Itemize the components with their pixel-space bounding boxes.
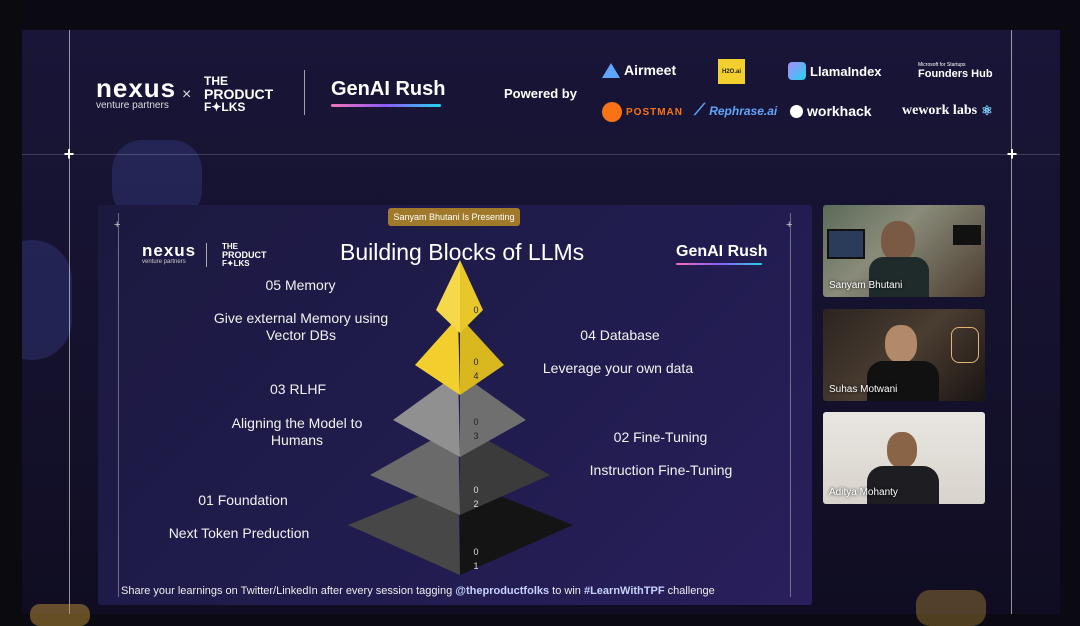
- postman-icon: [602, 102, 622, 122]
- tpf-line-2: PRODUCT: [204, 86, 274, 102]
- sponsor-llamaindex: LlamaIndex: [788, 62, 882, 80]
- llama-icon: [788, 62, 806, 80]
- genai-rush-logo: GenAI Rush: [331, 78, 445, 107]
- pyramid-number: 0: [473, 357, 479, 367]
- block-03-title: 03 RLHF: [269, 381, 327, 397]
- header-divider: [304, 70, 305, 115]
- pyramid-number: 4: [473, 371, 479, 381]
- bottom-glow: [916, 590, 986, 626]
- genai-underline: [331, 104, 441, 107]
- slide-corner-line: [118, 213, 119, 597]
- pyramid-layer-1-left: [348, 480, 460, 575]
- participant-body: [869, 257, 929, 297]
- pyramid-number: 1: [473, 561, 479, 571]
- pyramid-layer-2-left: [370, 425, 460, 515]
- slide-plus: +: [786, 219, 793, 231]
- block-02-desc: Instruction Fine-Tuning: [589, 462, 733, 478]
- slide-corner-line: [790, 213, 791, 597]
- participant-tile[interactable]: Sanyam Bhutani: [823, 205, 985, 297]
- block-04-title: 04 Database: [580, 327, 660, 343]
- pyramid-layer-3-right: [460, 373, 526, 457]
- plus-icon: +: [1006, 144, 1018, 164]
- atom-icon: ⚛: [981, 103, 993, 118]
- pyramid-diagram: [348, 260, 573, 575]
- sponsor-rephrase: ⟋ Rephrase.ai: [694, 102, 778, 119]
- nexus-subtitle: venture partners: [96, 100, 169, 111]
- sponsor-h2o: H2O.ai: [718, 59, 745, 84]
- times-sign: ×: [182, 86, 192, 103]
- workhack-icon: [790, 104, 803, 118]
- footer-hashtag[interactable]: #LearnWithTPF: [583, 585, 665, 597]
- participant-avatar: [881, 221, 915, 261]
- pyramid-number: 3: [473, 431, 479, 441]
- rephrase-icon: ⟋: [694, 102, 706, 119]
- participant-avatar: [887, 432, 917, 468]
- participant-name: Sanyam Bhutani: [829, 280, 903, 291]
- pyramid-layer-5-left: [436, 260, 460, 333]
- pyramid-layer-3-left: [393, 373, 460, 457]
- participant-name: Aditya Mohanty: [829, 487, 898, 498]
- slide-tpf-logo: THE PRODUCT F✦LKS: [222, 242, 267, 268]
- participant-tile[interactable]: Aditya Mohanty: [823, 412, 985, 504]
- tpf-line-1: THE: [204, 74, 228, 88]
- footer-message: Share your learnings on Twitter/LinkedIn…: [121, 585, 715, 597]
- block-01-title: 01 Foundation: [198, 492, 288, 508]
- block-05-title: 05 Memory: [265, 277, 336, 293]
- sponsor-wework: wework labs ⚛: [902, 103, 993, 118]
- pyramid-layer-4-left: [415, 317, 460, 395]
- block-01-desc: Next Token Preduction: [168, 525, 310, 541]
- presentation-slide: + + nexus venture partners THE PRODUCT F…: [98, 205, 812, 605]
- tpf-logo: THE PRODUCT F✦LKS: [204, 75, 273, 113]
- sponsor-founders-hub: Microsoft for Startups Founders Hub: [918, 62, 993, 80]
- airmeet-icon: [602, 62, 620, 78]
- neon-sign-icon: [951, 327, 979, 363]
- pyramid-number: 0: [473, 547, 479, 557]
- sponsor-workhack: workhack: [790, 103, 872, 119]
- slide-nexus-logo: nexus venture partners: [142, 241, 197, 265]
- participant-body: [867, 361, 939, 401]
- pyramid-number: 2: [473, 499, 479, 509]
- pyramid-number: 0: [473, 417, 479, 427]
- divider-line: [1011, 30, 1012, 614]
- slide-title: Building Blocks of LLMs: [340, 239, 585, 265]
- pyramid-layer-5-right: [460, 260, 483, 333]
- decor-blob: [22, 240, 72, 360]
- presenting-badge: Sanyam Bhutani Is Presenting: [388, 208, 520, 226]
- block-03-desc: Aligning the Model to Humans: [231, 415, 363, 448]
- pyramid-layer-1-right: [460, 480, 573, 575]
- participant-body: [867, 466, 939, 504]
- divider-line: [69, 30, 70, 614]
- block-04-desc: Leverage your own data: [542, 360, 694, 376]
- participant-avatar: [885, 325, 917, 363]
- powered-by-label: Powered by: [504, 86, 577, 101]
- footer-handle[interactable]: @theproductfolks: [455, 585, 550, 597]
- left-border: [0, 0, 22, 626]
- bottom-glow: [30, 604, 90, 626]
- slide-plus: +: [114, 219, 121, 231]
- block-05-desc: Give external Memory using Vector DBs: [213, 310, 389, 343]
- monitor-icon: [953, 225, 981, 245]
- sponsor-airmeet: Airmeet: [602, 62, 676, 78]
- participant-name: Suhas Motwani: [829, 384, 898, 395]
- plus-icon: +: [63, 144, 75, 164]
- sponsor-postman: POSTMAN: [602, 102, 683, 122]
- pyramid-layer-2-right: [460, 425, 550, 515]
- monitor-icon: [827, 229, 865, 259]
- participant-tile[interactable]: Suhas Motwani: [823, 309, 985, 401]
- genai-rush-wordmark: GenAI Rush: [331, 78, 446, 100]
- pyramid-number: 5: [473, 318, 479, 328]
- nexus-logo: nexus venture partners: [96, 73, 177, 111]
- pyramid-layer-4-right: [460, 317, 504, 395]
- nexus-wordmark: nexus: [96, 73, 177, 103]
- pyramid-number: 0: [473, 305, 479, 315]
- slide-logo-divider: [206, 243, 207, 267]
- tpf-line-3: F✦LKS: [204, 100, 246, 114]
- divider-line: [22, 154, 1060, 155]
- block-02-title: 02 Fine-Tuning: [613, 429, 708, 445]
- pyramid-number: 0: [473, 485, 479, 495]
- slide-genai-logo: GenAI Rush: [676, 243, 768, 265]
